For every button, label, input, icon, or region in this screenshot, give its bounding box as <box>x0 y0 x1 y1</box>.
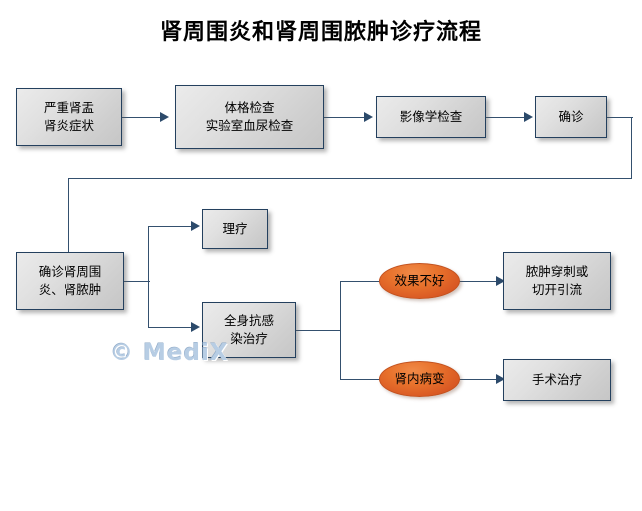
connector-confirmed-bus <box>148 226 149 327</box>
arrowhead-exam-imaging <box>364 112 373 122</box>
watermark: © MediX <box>110 340 229 366</box>
node-imaging-label: 影像学检查 <box>399 108 463 124</box>
arrowhead-symptoms-exam <box>160 112 169 122</box>
connector-confirmed-out <box>124 281 150 282</box>
node-symptoms[interactable]: 严重肾盂 肾炎症状 <box>16 88 122 146</box>
connector-confirmed-down <box>68 178 69 252</box>
connector-symptoms-exam <box>122 117 164 118</box>
node-diagnosis[interactable]: 确诊 <box>535 96 607 138</box>
page-title: 肾周围炎和肾周围脓肿诊疗流程 <box>159 20 482 45</box>
connector-poor-effect-drainage <box>459 281 501 282</box>
connector-renal-lesion-surgery <box>459 379 501 380</box>
node-surgery-label: 手术治疗 <box>531 371 582 387</box>
node-exam[interactable]: 体格检查 实验室血尿检查 <box>175 85 324 149</box>
node-poor-effect-label: 效果不好 <box>394 272 445 288</box>
node-confirmed-label: 确诊肾周围 炎、肾脓肿 <box>38 263 102 297</box>
node-poor-effect[interactable]: 效果不好 <box>379 263 460 299</box>
node-drainage-label: 脓肿穿刺或 切开引流 <box>525 263 589 297</box>
connector-confirmed-antibiotics <box>148 327 194 328</box>
connector-antibiotics-out <box>296 330 341 331</box>
arrowhead-poor-effect-drainage <box>496 276 505 286</box>
arrowhead-renal-lesion-surgery <box>496 374 505 384</box>
arrowhead-confirmed-antibiotics <box>191 322 200 332</box>
connector-antibiotics-renal-lesion <box>340 379 380 380</box>
node-surgery[interactable]: 手术治疗 <box>503 359 611 401</box>
node-diagnosis-label: 确诊 <box>558 108 584 124</box>
connector-diagnosis-left <box>68 178 632 179</box>
node-physiotherapy[interactable]: 理疗 <box>202 209 268 249</box>
node-confirmed[interactable]: 确诊肾周围 炎、肾脓肿 <box>16 252 124 310</box>
connector-antibiotics-bus <box>340 281 341 380</box>
node-renal-lesion-label: 肾内病变 <box>394 370 445 386</box>
node-physiotherapy-label: 理疗 <box>222 220 248 236</box>
node-antibiotics[interactable]: 全身抗感 染治疗 <box>202 302 296 358</box>
connector-antibiotics-poor-effect <box>340 281 380 282</box>
connector-exam-imaging <box>324 117 368 118</box>
node-imaging[interactable]: 影像学检查 <box>376 96 486 138</box>
node-antibiotics-label: 全身抗感 染治疗 <box>223 312 274 346</box>
node-exam-label: 体格检查 实验室血尿检查 <box>205 99 294 133</box>
arrowhead-confirmed-physiotherapy <box>191 221 200 231</box>
node-drainage[interactable]: 脓肿穿刺或 切开引流 <box>503 252 611 310</box>
connector-imaging-diagnosis <box>486 117 528 118</box>
arrowhead-imaging-diagnosis <box>524 112 533 122</box>
connector-confirmed-physiotherapy <box>148 226 194 227</box>
connector-diagnosis-right <box>607 117 633 118</box>
node-renal-lesion[interactable]: 肾内病变 <box>379 361 460 397</box>
node-symptoms-label: 严重肾盂 肾炎症状 <box>43 99 94 133</box>
connector-diagnosis-down <box>631 117 632 179</box>
